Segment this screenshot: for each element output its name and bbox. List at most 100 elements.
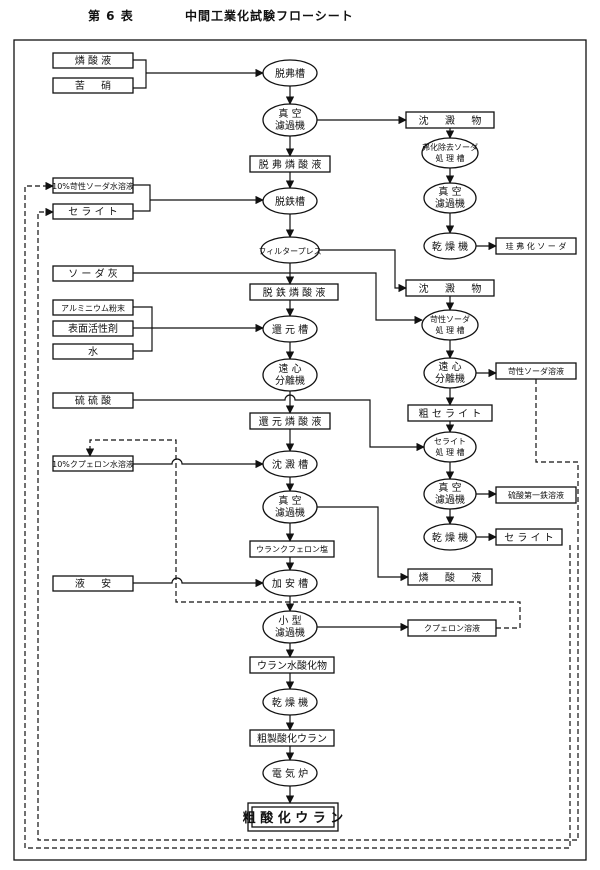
celite-treatment-tank: セライト 処 理 槽 (423, 431, 477, 463)
svg-text:表面活性剤: 表面活性剤 (68, 322, 118, 335)
dryer-1: 乾 燥 機 (262, 688, 318, 716)
svg-text:ウラン水酸化物: ウラン水酸化物 (257, 659, 327, 672)
svg-text:還 元 燐 酸 液: 還 元 燐 酸 液 (259, 415, 322, 428)
svg-text:真 空: 真 空 (278, 107, 301, 120)
electric-furnace: 電 気 炉 (262, 759, 318, 787)
cupferron-solution-output: クプェロン溶液 (407, 619, 497, 637)
input-cupferron: 10%クプェロン水溶液 (52, 455, 134, 472)
svg-text:水: 水 (88, 346, 98, 358)
outer-frame (13, 39, 587, 861)
centrifuge-1: 遠 心 分離機 (262, 358, 318, 392)
ammonia-addition-tank: 加 安 槽 (262, 569, 318, 597)
defluorination-tank: 脱弗槽 (262, 59, 318, 87)
page-title: 中間工業化試験フローシート (185, 8, 354, 23)
reduced-acid: 還 元 燐 酸 液 (249, 412, 331, 430)
input-soda-ash: ソ ー ダ 灰 (52, 265, 134, 282)
input-al-powder: アルミニウム粉末 (52, 299, 134, 316)
vacuum-filter-2: 真 空 濾過機 (262, 490, 318, 524)
svg-text:処 理 槽: 処 理 槽 (435, 325, 464, 335)
recycle-lines (24, 181, 579, 849)
svg-text:クプェロン溶液: クプェロン溶液 (424, 623, 480, 633)
svg-text:粗製酸化ウラン: 粗製酸化ウラン (257, 732, 327, 745)
svg-text:遠 心: 遠 心 (278, 362, 301, 375)
svg-text:真 空: 真 空 (438, 481, 461, 494)
flow-lines (133, 59, 497, 804)
svg-text:硫 硫 酸: 硫 硫 酸 (75, 394, 111, 407)
svg-text:濾過機: 濾過機 (435, 197, 465, 210)
svg-text:濾過機: 濾過機 (275, 626, 305, 639)
svg-text:珪 弗 化 ソ ー ダ: 珪 弗 化 ソ ー ダ (506, 241, 567, 251)
svg-text:苛性ソーダ溶液: 苛性ソーダ溶液 (508, 366, 564, 376)
svg-text:小 型: 小 型 (278, 614, 301, 627)
svg-text:脱 鉄 燐 酸 液: 脱 鉄 燐 酸 液 (263, 286, 326, 299)
crude-uranium-oxide-intermediate: 粗製酸化ウラン (249, 729, 335, 747)
input-water: 水 (52, 343, 134, 360)
svg-text:電 気 炉: 電 気 炉 (272, 767, 308, 780)
svg-text:粗 酸 化 ウ ラ ン: 粗 酸 化 ウ ラ ン (243, 810, 344, 826)
svg-text:粗 セ ラ イ ト: 粗 セ ラ イ ト (419, 408, 482, 420)
svg-text:遠 心: 遠 心 (438, 360, 461, 373)
input-celite: セ ラ イ ト (52, 203, 134, 220)
svg-text:フィルタープレス: フィルタープレス (258, 247, 321, 256)
svg-text:液 安: 液 安 (75, 577, 111, 590)
defluorinated-acid: 脱 弗 燐 酸 液 (249, 155, 331, 173)
ferrous-sulfate-solution: 硫酸第一鉄溶液 (495, 486, 577, 504)
sediment-1: 沈 澱 物 (405, 111, 495, 129)
final-product-box: 粗 酸 化 ウ ラ ン (243, 802, 344, 832)
svg-text:真 空: 真 空 (278, 494, 301, 507)
svg-text:加 安 槽: 加 安 槽 (272, 577, 308, 590)
svg-text:苦 硝: 苦 硝 (75, 79, 111, 92)
sodium-aluminate-solution: 苛性ソーダ溶液 (495, 362, 577, 380)
svg-text:セ ラ イ ト: セ ラ イ ト (504, 532, 554, 544)
naoh-treatment-tank-2: 苛性ソーダ 処 理 槽 (421, 309, 479, 341)
svg-text:還 元 槽: 還 元 槽 (272, 323, 308, 336)
svg-text:苛性ソーダ: 苛性ソーダ (430, 314, 470, 324)
deiron-tank: 脱鉄槽 (262, 187, 318, 215)
svg-text:濾過機: 濾過機 (275, 506, 305, 519)
input-ammonia: 液 安 (52, 575, 134, 592)
svg-text:セライト: セライト (434, 437, 466, 446)
vacuum-filter-4: 真 空 濾過機 (423, 478, 477, 510)
svg-text:弗化除去ソーダ: 弗化除去ソーダ (422, 142, 478, 152)
naoh-treatment-tank: 弗化除去ソーダ 処 理 槽 (421, 137, 479, 169)
svg-text:分離機: 分離機 (275, 374, 305, 387)
input-lime: 苦 硝 (52, 77, 134, 94)
svg-text:脱鉄槽: 脱鉄槽 (275, 195, 305, 208)
svg-text:処 理 槽: 処 理 槽 (435, 153, 464, 163)
input-phosphoric-acid: 燐 酸 液 (52, 52, 134, 69)
input-surfactant: 表面活性剤 (52, 320, 134, 337)
svg-text:10%クプェロン水溶液: 10%クプェロン水溶液 (52, 459, 134, 469)
vacuum-filter-1: 真 空 濾過機 (262, 103, 318, 137)
svg-text:沈 澱 槽: 沈 澱 槽 (272, 458, 308, 471)
svg-text:乾 燥 機: 乾 燥 機 (432, 531, 468, 544)
dryer-2: 乾 燥 機 (423, 232, 477, 260)
svg-text:沈 澱 物: 沈 澱 物 (419, 282, 482, 295)
filter-press: フィルタープレス (258, 236, 322, 264)
svg-text:アルミニウム粉末: アルミニウム粉末 (61, 303, 125, 313)
svg-text:燐 酸 液: 燐 酸 液 (75, 54, 111, 67)
uranium-cupferron-salt: ウランクフェロン塩 (249, 540, 335, 558)
svg-text:セ ラ イ ト: セ ラ イ ト (68, 206, 118, 218)
svg-text:濾過機: 濾過機 (275, 119, 305, 132)
phosphoric-acid-output: 燐 酸 液 (407, 568, 493, 586)
sodium-silicofluoride: 珪 弗 化 ソ ー ダ (495, 237, 577, 255)
deironed-acid: 脱 鉄 燐 酸 液 (249, 283, 339, 301)
input-naoh-solution: 10%苛性ソーダ水溶液 (52, 177, 134, 194)
centrifuge-2: 遠 心 分離機 (423, 357, 477, 389)
svg-text:硫酸第一鉄溶液: 硫酸第一鉄溶液 (508, 490, 564, 500)
svg-text:脱弗槽: 脱弗槽 (275, 67, 305, 80)
svg-text:脱 弗 燐 酸 液: 脱 弗 燐 酸 液 (259, 158, 322, 171)
sediment-2: 沈 澱 物 (405, 279, 495, 297)
svg-text:沈 澱 物: 沈 澱 物 (419, 114, 482, 127)
svg-text:濾過機: 濾過機 (435, 493, 465, 506)
dryer-3: 乾 燥 機 (423, 523, 477, 551)
svg-text:ソ ー ダ 灰: ソ ー ダ 灰 (68, 267, 118, 280)
svg-text:真 空: 真 空 (438, 185, 461, 198)
vacuum-filter-3: 真 空 濾過機 (423, 182, 477, 214)
svg-text:乾 燥 機: 乾 燥 機 (272, 696, 308, 709)
celite-output: セ ラ イ ト (495, 528, 563, 546)
input-sulfuric-acid: 硫 硫 酸 (52, 392, 134, 409)
svg-text:10%苛性ソーダ水溶液: 10%苛性ソーダ水溶液 (52, 181, 134, 191)
small-filter: 小 型 濾過機 (262, 610, 318, 644)
